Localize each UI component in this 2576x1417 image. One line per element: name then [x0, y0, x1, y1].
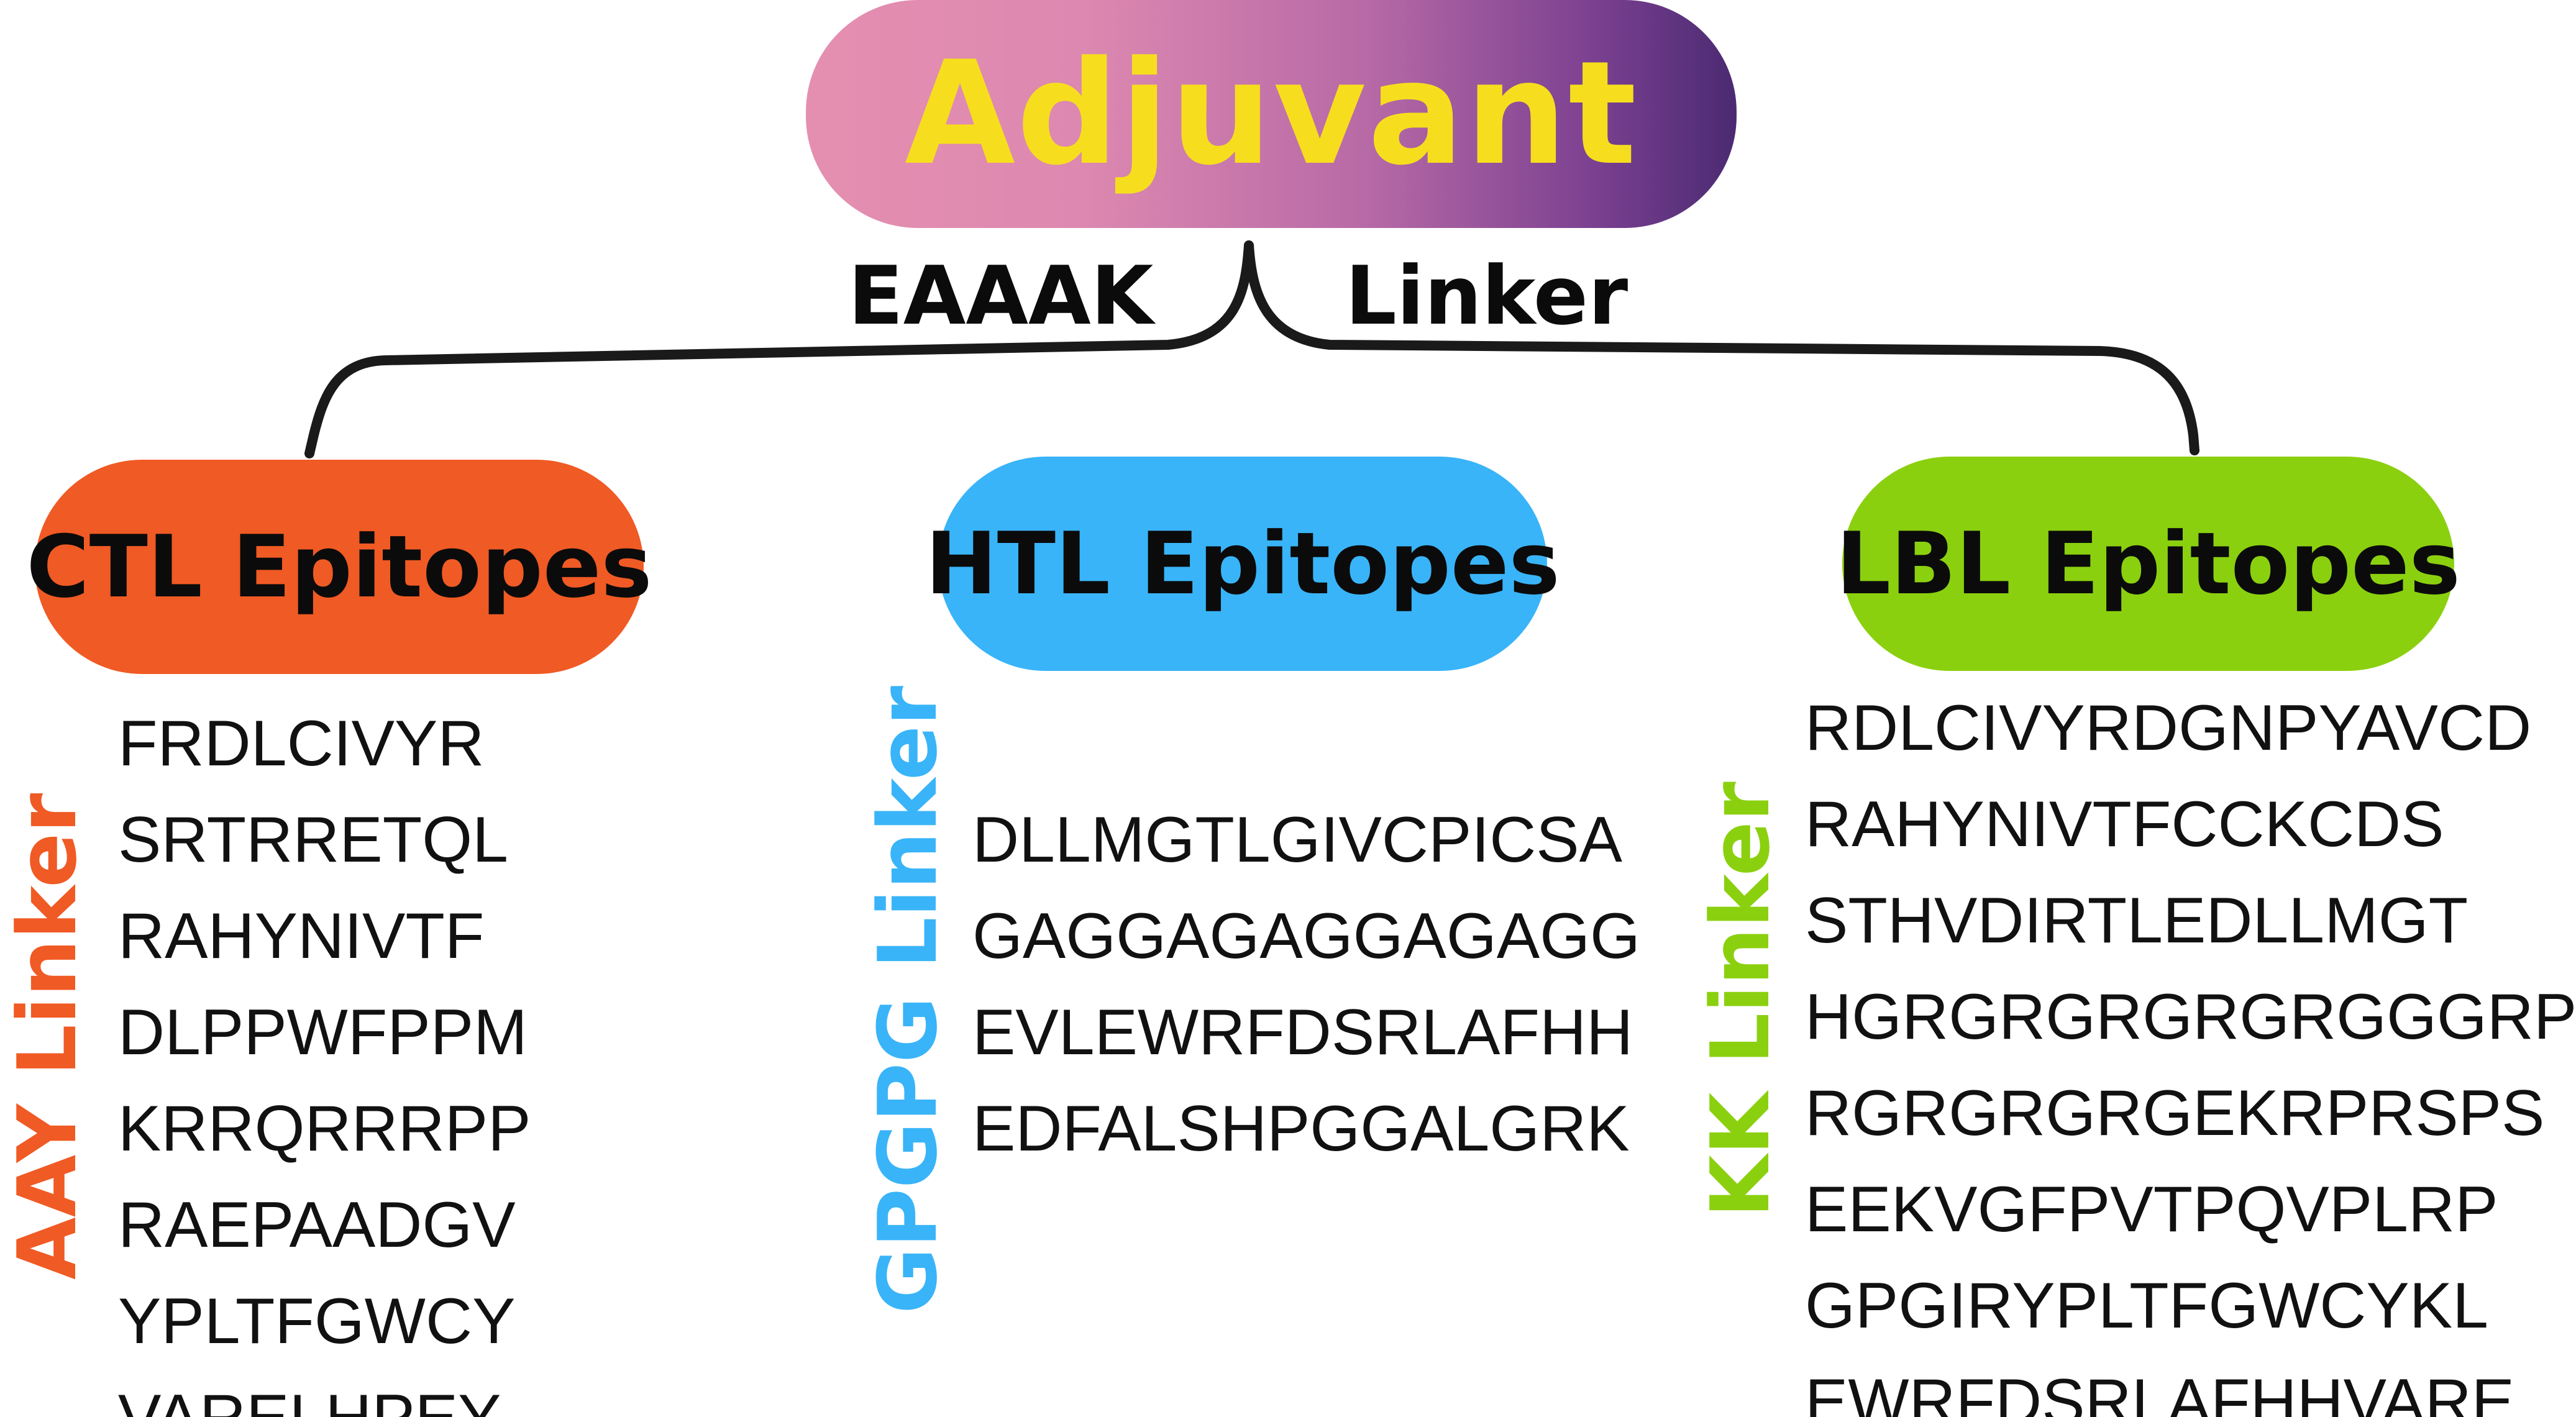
- ctl-sequence: YPLTFGWCY: [118, 1285, 516, 1357]
- ctl-sequence: RAEPAADGV: [118, 1189, 516, 1261]
- eaaak-label: EAAAK: [848, 248, 1154, 343]
- kk-linker-label: KK Linker: [1693, 781, 1788, 1218]
- lbl-title: LBL Epitopes: [1836, 514, 2460, 614]
- ctl-sequence: FRDLCIVYR: [118, 708, 485, 780]
- htl-sequence-list: DLLMGTLGIVCPICSA GAGGAGAGGAGAGG EVLEWRFD…: [972, 792, 1640, 1177]
- ctl-sequence: KRRQRRRPP: [118, 1093, 531, 1165]
- lbl-sequence: EWRFDSRLAFHHVARE: [1805, 1366, 2515, 1417]
- lbl-sequence: GPGIRYPLTFGWCYKL: [1805, 1270, 2488, 1342]
- gpgpg-linker-label: GPGPG Linker: [861, 685, 955, 1314]
- htl-sequence: GAGGAGAGGAGAGG: [972, 900, 1640, 972]
- ctl-title: CTL Epitopes: [26, 517, 652, 617]
- adjuvant-label: Adjuvant: [904, 31, 1638, 197]
- ctl-sequence: RAHYNIVTF: [118, 900, 485, 972]
- adjuvant-node: Adjuvant: [806, 0, 1737, 228]
- lbl-sequence: RAHYNIVTFCCKCDS: [1805, 788, 2444, 860]
- lbl-epitopes-node: LBL Epitopes: [1836, 457, 2460, 671]
- lbl-sequence-list: RDLCIVYRDGNPYAVCD RAHYNIVTFCCKCDS STHVDI…: [1805, 680, 2576, 1417]
- htl-title: HTL Epitopes: [925, 514, 1560, 614]
- htl-sequence: EVLEWRFDSRLAFHH: [972, 996, 1633, 1068]
- ctl-sequence: SRTRRETQL: [118, 804, 508, 876]
- linker-label: Linker: [1345, 248, 1628, 343]
- ctl-sequence: DLPPWFPPM: [118, 996, 528, 1068]
- lbl-sequence: STHVDIRTLEDLLMGT: [1805, 885, 2469, 957]
- ctl-sequence-list: FRDLCIVYR SRTRRETQL RAHYNIVTF DLPPWFPPM …: [118, 696, 531, 1417]
- lbl-sequence: RGRGRGRGEKRPRSPS: [1805, 1077, 2545, 1149]
- htl-epitopes-node: HTL Epitopes: [925, 457, 1560, 671]
- lbl-sequence: HGRGRGRGRGRGGGRP: [1805, 981, 2576, 1053]
- ctl-sequence: VARELHPEY: [118, 1370, 531, 1417]
- lbl-sequence: RDLCIVYRDGNPYAVCD: [1805, 692, 2532, 764]
- ctl-epitopes-node: CTL Epitopes: [26, 460, 652, 674]
- lbl-sequence: EEKVGFPVTPQVPLRP: [1805, 1173, 2498, 1246]
- htl-sequence: EDFALSHPGGALGRK: [972, 1093, 1630, 1165]
- aay-linker-label: AAY Linker: [0, 793, 94, 1280]
- htl-sequence: DLLMGTLGIVCPICSA: [972, 804, 1623, 876]
